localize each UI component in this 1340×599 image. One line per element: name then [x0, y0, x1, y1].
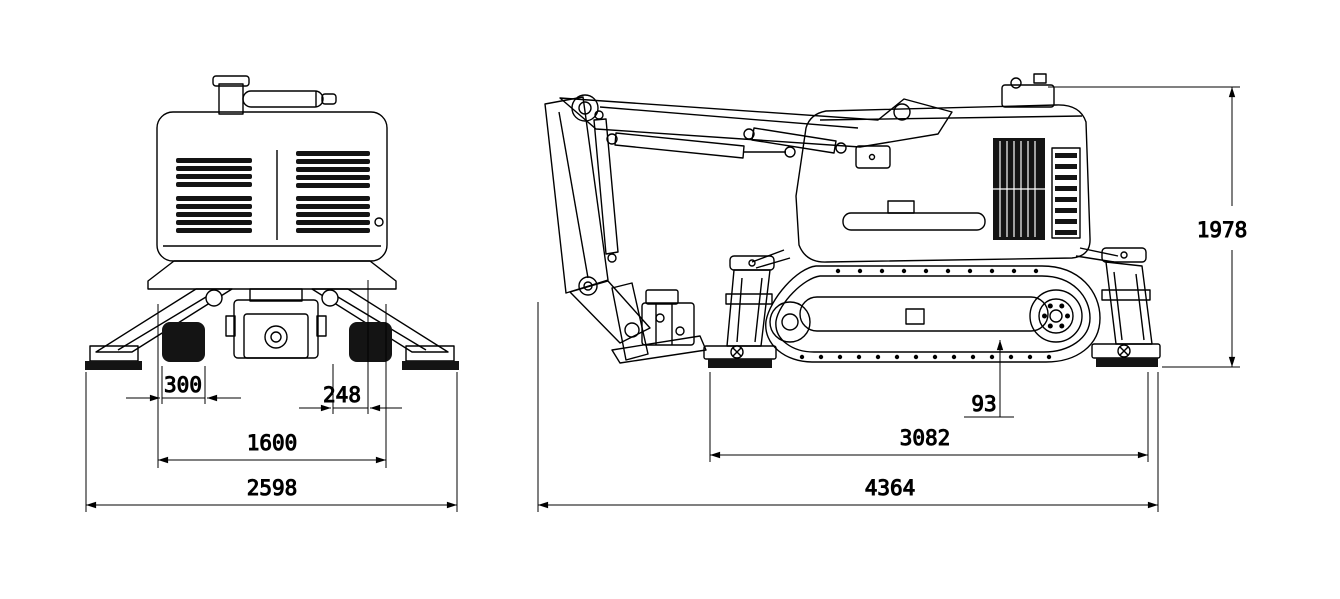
side-view: 93 3082 4364 1978	[537, 73, 1248, 512]
dim-overall-length: 4364	[537, 302, 1159, 512]
dim-label-support-length: 3082	[900, 426, 951, 450]
dim-label-overall-width: 2598	[247, 476, 298, 500]
side-vent-grilles	[993, 138, 1077, 240]
dim-support-width: 1600	[157, 304, 387, 468]
dim-support-length: 3082	[709, 372, 1149, 462]
front-tracks	[85, 322, 459, 370]
track-links	[708, 268, 1158, 368]
dim-overall-width: 2598	[85, 372, 458, 512]
front-view: 300 248 1600 2598	[85, 75, 459, 512]
dim-label-ground-clearance: 93	[971, 392, 996, 416]
dim-track-width: 300	[126, 366, 241, 404]
dim-label-center-offset: 248	[323, 383, 361, 407]
dim-label-track-width: 300	[164, 373, 202, 397]
dim-center-offset: 248	[299, 280, 402, 414]
front-vent-grilles	[176, 151, 370, 233]
dim-overall-height: 1978	[1048, 86, 1248, 368]
dim-label-support-width: 1600	[247, 431, 298, 455]
dim-label-overall-height: 1978	[1197, 218, 1248, 242]
dim-label-overall-length: 4364	[865, 476, 916, 500]
dim-ground-clearance: 93	[964, 340, 1014, 418]
